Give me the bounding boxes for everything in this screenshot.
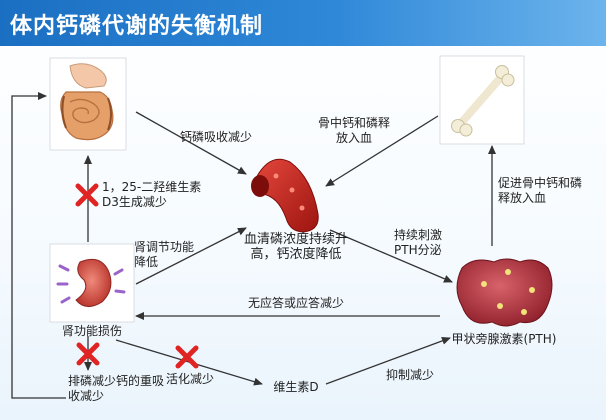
bone-release-label: 骨中钙和磷释放入血	[318, 116, 391, 145]
arrow-vitamin-d-to-parathyroid	[325, 337, 451, 385]
renal-regulation-label: 肾调节功能降低	[134, 240, 195, 269]
activation-label: 活化减少	[166, 372, 215, 386]
arrow-intestine-to-blood	[135, 111, 247, 175]
blood-node-label: 血清磷浓度持续升高，钙浓度降低	[243, 232, 348, 262]
excretion-node-label: 排磷减少钙的重吸收减少	[68, 374, 165, 403]
parathyroid-illustration	[456, 258, 553, 327]
kidney-node-label: 肾功能损伤	[61, 324, 122, 338]
blocked-cross-icon	[75, 183, 99, 207]
vitamin-d-node-label: 维生素D	[273, 380, 319, 394]
title-bar: 体内钙磷代谢的失衡机制	[0, 0, 606, 46]
kidney-illustration	[49, 243, 135, 323]
arrow-blood-to-parathyroid	[329, 229, 453, 283]
promote-label: 促进骨中钙和磷释放入血	[498, 176, 583, 205]
blocked-cross-icon	[76, 342, 100, 366]
blood-vessel-illustration	[251, 158, 319, 233]
no-response-label: 无应答或应答减少	[248, 296, 345, 310]
inhibit-label: 抑制减少	[386, 368, 435, 382]
stimulate-label: 持续刺激PTH分泌	[394, 228, 443, 257]
arrow-kidney-to-blood	[135, 227, 247, 285]
parathyroid-node-label: 甲状旁腺激素(PTH)	[451, 332, 557, 346]
arrow-excretion-feedback	[11, 92, 66, 399]
absorb-label: 钙磷吸收减少	[180, 130, 253, 144]
intestine-illustration	[49, 57, 127, 151]
page-title: 体内钙磷代谢的失衡机制	[10, 14, 264, 39]
bone-illustration	[439, 55, 525, 145]
d3-label: 1，25-二羟维生素D3生成减少	[102, 180, 202, 209]
blocked-cross-icon	[175, 345, 199, 369]
arrow-bone-to-blood	[325, 115, 439, 187]
